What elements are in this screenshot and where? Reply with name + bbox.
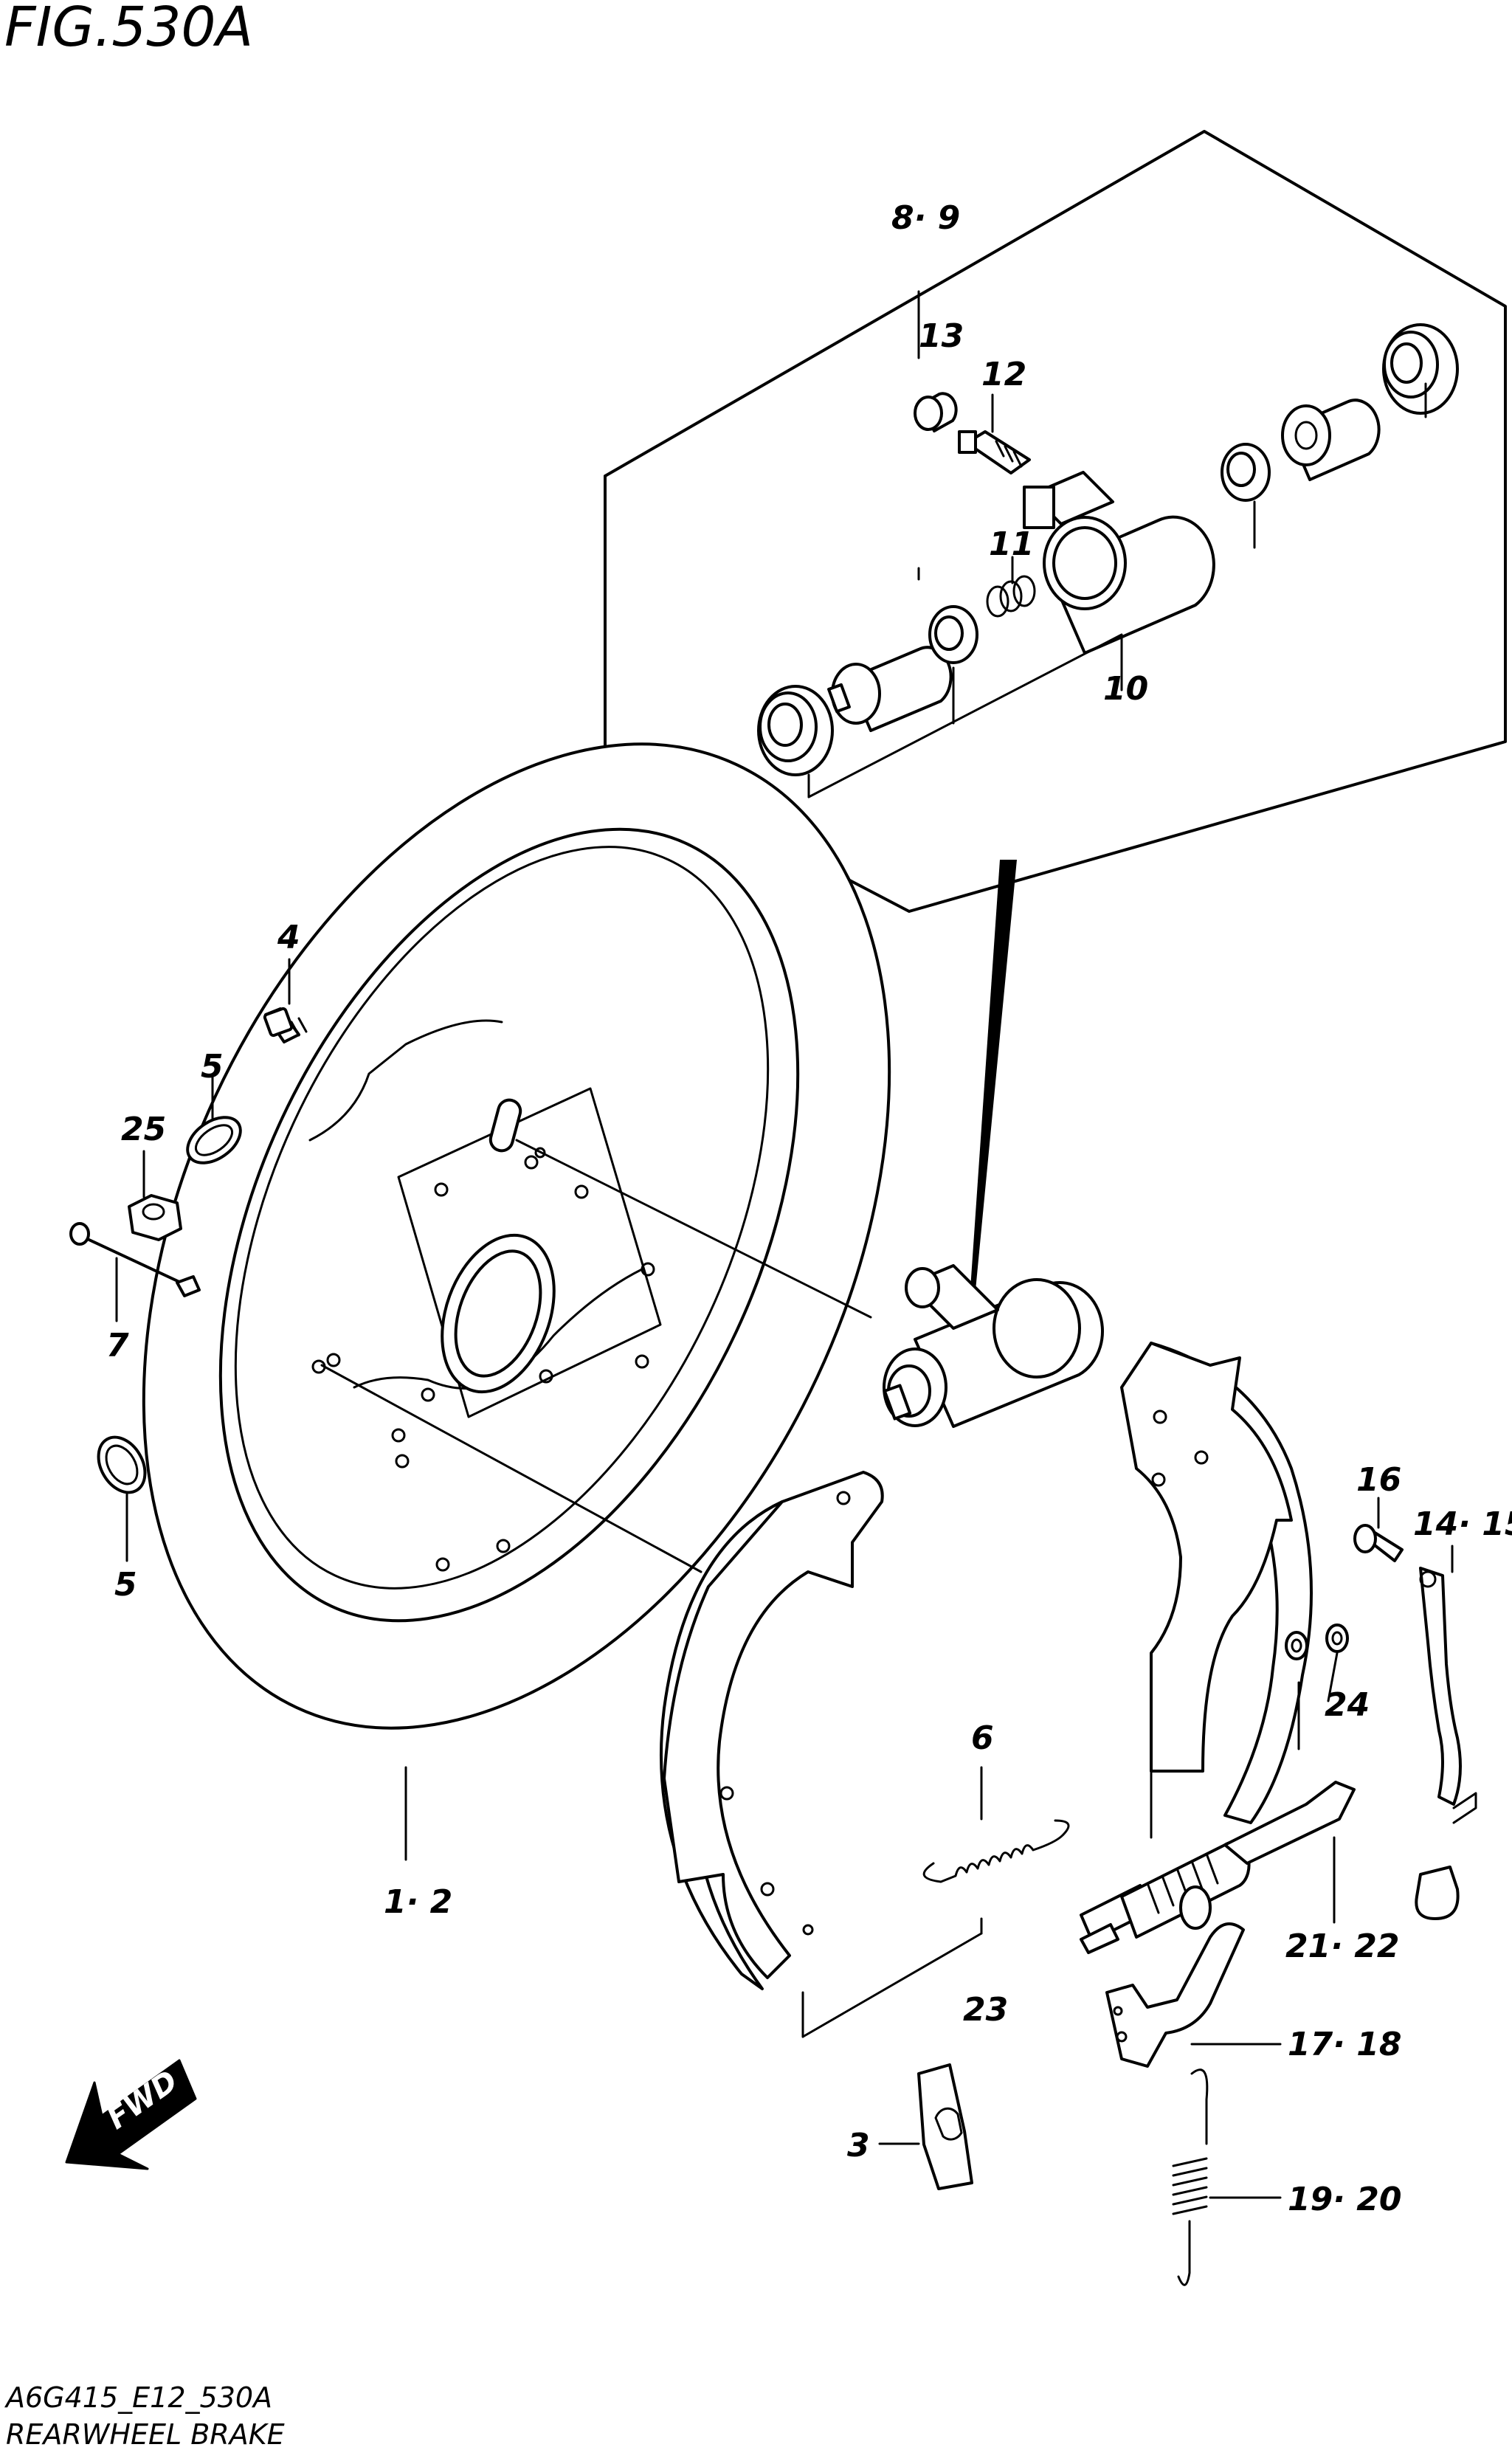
shoe-leaders [801, 1681, 1300, 2038]
cylinder-end-cap-left [757, 685, 834, 776]
callout-13: 13 [919, 317, 964, 355]
callout-10: 10 [1103, 670, 1148, 708]
footer-code: A6G415_E12_530A [4, 2381, 272, 2414]
callout-21-22: 21· 22 [1285, 1928, 1400, 1965]
callout-16: 16 [1356, 1461, 1401, 1499]
brake-shoe-left [659, 1471, 884, 1990]
grommet-5-top-icon [186, 1116, 242, 1164]
callout-6: 6 [971, 1719, 994, 1757]
callout-7: 7 [106, 1327, 129, 1364]
clip-3-icon [917, 2063, 973, 2190]
callout-14-15: 14· 15 [1413, 1505, 1512, 1543]
callout-11: 11 [989, 525, 1034, 563]
drum-leaders [320, 1139, 872, 1861]
callout-24: 24 [1325, 1686, 1370, 1724]
lever-17-18-icon [1105, 1922, 1245, 2068]
callout-5-top: 5 [201, 1048, 224, 1086]
brake-shoe-right [1120, 1342, 1313, 1824]
spring-6-icon [922, 1819, 1070, 1883]
wheel-cylinder-assembled [883, 1264, 1104, 1428]
pin-16-icon [1353, 1524, 1404, 1562]
callout-1-2: 1· 2 [384, 1883, 452, 1921]
footer-name: REARWHEEL BRAKE [6, 2418, 285, 2450]
bolt-4-icon [263, 1007, 308, 1043]
cylinder-end-cap-right [1382, 323, 1459, 415]
lever-14-15-icon [1415, 1567, 1477, 1920]
callout-5-bottom: 5 [114, 1566, 137, 1604]
bleeder-cap-13-icon [914, 392, 958, 432]
callout-8-9: 8· 9 [891, 199, 960, 237]
callout-23: 23 [963, 1991, 1008, 2029]
bleeder-screw-12-icon [958, 430, 1031, 475]
pin-7-icon [69, 1222, 201, 1297]
nut-25-icon [128, 1194, 182, 1241]
fwd-arrow-icon: FWD [65, 2059, 197, 2170]
callout-3: 3 [847, 2127, 870, 2164]
washers-24-icon [1285, 1623, 1349, 1660]
callout-17-18: 17· 18 [1288, 2026, 1402, 2063]
figure-title: FIG.530A [4, 0, 253, 59]
callout-12: 12 [981, 356, 1026, 393]
callout-labels: 8· 9 13 12 11 10 4 5 25 7 5 1· 2 6 16 14… [106, 199, 1512, 2218]
callout-4: 4 [277, 919, 300, 956]
spring-19-20-icon [1172, 2068, 1209, 2286]
adjuster-21-22-icon [1080, 1781, 1356, 1954]
piston-right [1281, 398, 1381, 481]
box-leaders [807, 290, 1427, 798]
cup-seal-left [928, 605, 978, 664]
cylinder-body [1023, 471, 1215, 655]
brake-drum [142, 742, 891, 1730]
callout-leaders [115, 567, 1454, 2199]
piston-left [827, 646, 953, 732]
box-to-cylinder-leader [968, 860, 1017, 1321]
callout-19-20: 19· 20 [1288, 2181, 1402, 2218]
grommet-5-bottom-icon [97, 1435, 147, 1494]
cup-seal-right [1221, 443, 1271, 502]
callout-25: 25 [121, 1111, 166, 1148]
spring-11-icon [986, 575, 1036, 618]
